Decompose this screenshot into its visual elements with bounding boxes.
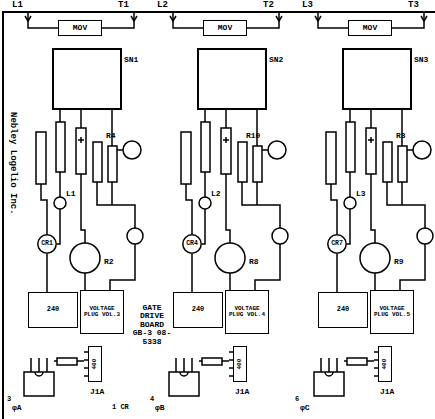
- component-label: SN1: [124, 56, 138, 64]
- snubber-module: SN1: [52, 48, 122, 110]
- phase-label: 6: [295, 396, 299, 403]
- header-connector: 400: [378, 346, 392, 382]
- connector-block: 240: [173, 292, 223, 328]
- phase-label: φA: [12, 404, 22, 412]
- component-label: 400: [237, 359, 243, 370]
- snubber-module: SN2: [197, 48, 267, 110]
- connector-label: J1A: [235, 388, 249, 396]
- component-label: CR4: [186, 241, 198, 248]
- component-label: 240: [192, 306, 205, 313]
- component-label: MOV: [218, 24, 232, 32]
- diode-ring: [328, 235, 346, 253]
- part-label: R8: [249, 258, 259, 266]
- connector-label: J1A: [380, 388, 394, 396]
- diode-circle: CR7: [327, 234, 347, 254]
- component-label: CR1: [41, 241, 53, 248]
- terminal-label: L3: [302, 1, 313, 10]
- board-outline: [3, 12, 435, 419]
- part-label: R3: [396, 132, 406, 140]
- connector-block: 240: [28, 292, 78, 328]
- part-label: L1: [66, 190, 76, 198]
- diode-ring: [183, 235, 201, 253]
- terminal-label: L2: [157, 1, 168, 10]
- phase-label: φC: [300, 404, 310, 412]
- header-connector: 400: [233, 346, 247, 382]
- component-label: 240: [337, 306, 350, 313]
- part-label: R4: [106, 132, 116, 140]
- component-label: MOV: [73, 24, 87, 32]
- component-label: 400: [92, 359, 98, 370]
- header-connector: 400: [88, 346, 102, 382]
- terminal-label: L1: [12, 1, 23, 10]
- component-label: SN3: [414, 56, 428, 64]
- part-label: R2: [104, 258, 114, 266]
- maker-text: Nebley Logelio Inc.: [8, 112, 17, 215]
- part-label: L3: [356, 190, 366, 198]
- connector-block: 240: [318, 292, 368, 328]
- part-label: R9: [394, 258, 404, 266]
- gate-drive-channel: [24, 12, 143, 396]
- gate-drive-channel: [314, 12, 433, 396]
- terminal-label: T3: [408, 1, 419, 10]
- varistor-box: MOV: [58, 20, 102, 36]
- voltage-plug: VOLTAGE PLUG VOL.5: [370, 290, 414, 334]
- diode-circle: CR1: [37, 234, 57, 254]
- part-label: R10: [246, 132, 260, 140]
- component-label: MOV: [363, 24, 377, 32]
- snubber-module: SN3: [342, 48, 412, 110]
- connector-label: J1A: [90, 388, 104, 396]
- phase-label: 3: [7, 396, 11, 403]
- voltage-plug: VOLTAGE PLUG VOL.4: [225, 290, 269, 334]
- phase-label: φB: [155, 404, 165, 412]
- component-label: CR7: [331, 241, 343, 248]
- diode-circle: CR4: [182, 234, 202, 254]
- component-label: 400: [382, 359, 388, 370]
- board-title: GATE DRIVE BOARD GB-3 08-5338: [132, 304, 172, 346]
- phase-label: 1 CR: [112, 404, 129, 411]
- part-label: L2: [211, 190, 221, 198]
- component-label: VOLTAGE PLUG VOL.4: [228, 306, 266, 319]
- terminal-label: T1: [118, 1, 129, 10]
- terminal-label: T2: [263, 1, 274, 10]
- component-label: SN2: [269, 56, 283, 64]
- varistor-box: MOV: [203, 20, 247, 36]
- voltage-plug: VOLTAGE PLUG VOL.3: [80, 290, 124, 334]
- component-label: VOLTAGE PLUG VOL.3: [83, 306, 121, 319]
- component-label: 240: [47, 306, 60, 313]
- varistor-box: MOV: [348, 20, 392, 36]
- gate-drive-channel: [169, 12, 288, 396]
- diode-ring: [38, 235, 56, 253]
- phase-label: 4: [150, 396, 154, 403]
- component-label: VOLTAGE PLUG VOL.5: [373, 306, 411, 319]
